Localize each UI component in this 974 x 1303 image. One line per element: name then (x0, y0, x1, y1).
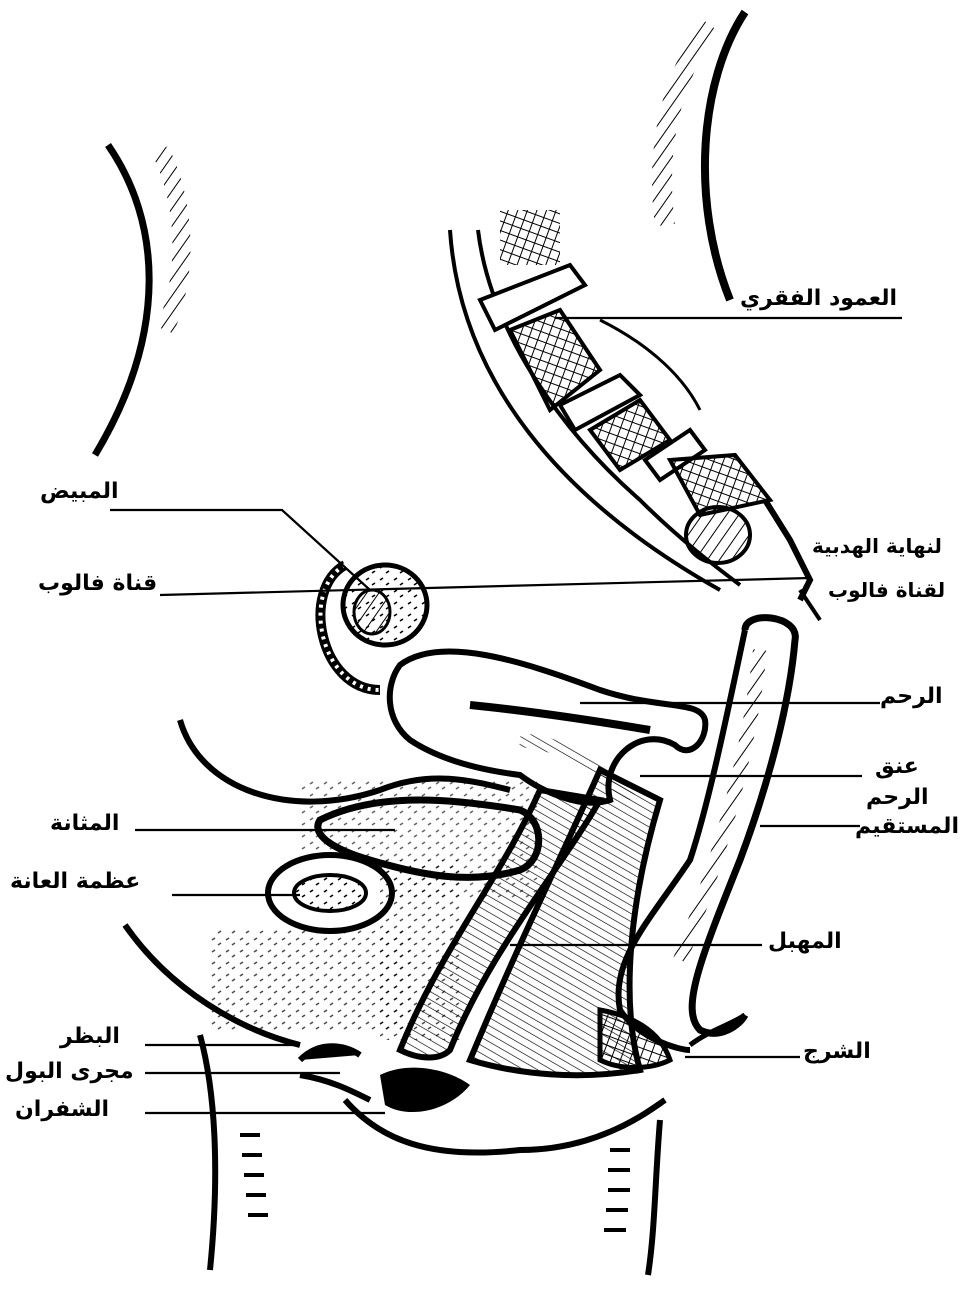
label-fallopian-tube: قناة فالوب (38, 572, 157, 595)
label-cervix-1: عنق (875, 755, 919, 778)
label-clitoris: البظر (60, 1025, 120, 1048)
label-labia: الشفران (15, 1098, 109, 1121)
upper-right-back-contour (662, 12, 745, 300)
label-vagina: المهبل (768, 930, 842, 953)
label-rectum: المستقيم (855, 815, 959, 838)
upper-left-body-contour (95, 145, 181, 455)
anal-region (600, 1010, 670, 1068)
label-fimbriated-end-1: لنهاية الهدبية (812, 536, 942, 557)
pubic-bone (268, 855, 392, 931)
label-fimbriated-end-2: لقناة فالوب (828, 580, 945, 601)
label-ovary: المبيض (40, 480, 119, 503)
spine-sacrum (450, 210, 820, 620)
label-anus: الشرج (803, 1040, 871, 1063)
soft-tissue-texture-2 (380, 860, 460, 1040)
label-spine: العمود الفقري (740, 287, 897, 310)
label-pubic-bone: عظمة العانة (10, 870, 140, 893)
label-bladder: المثانة (50, 812, 119, 835)
label-uterus: الرحم (880, 685, 943, 708)
label-urethra: مجرى البول (5, 1060, 134, 1083)
label-cervix-2: الرحم (866, 786, 929, 809)
